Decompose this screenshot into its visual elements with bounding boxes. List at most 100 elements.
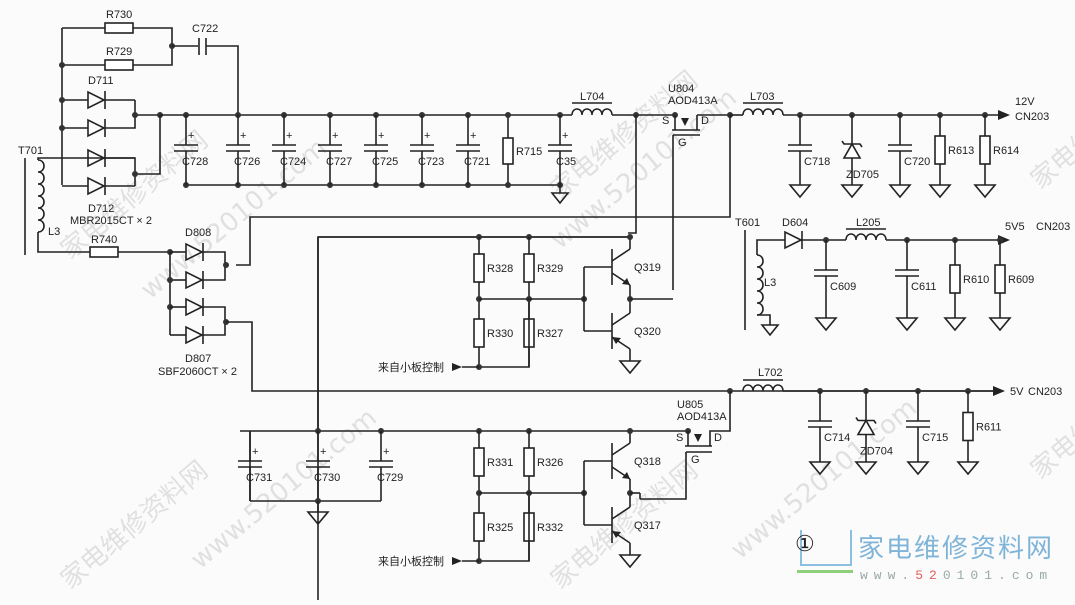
capacitor-label: C714 <box>824 432 850 444</box>
resistor-label: R331 <box>487 457 513 469</box>
output-12v-voltage: 12V <box>1015 96 1035 108</box>
diode-d807: D807 SBF2060CT × 2 <box>158 297 995 392</box>
watermark-cn: 家电维修资料网 <box>55 455 214 595</box>
l703-label: L703 <box>750 91 774 103</box>
control-input-arrow <box>452 557 462 565</box>
resistor-label: R613 <box>948 145 974 157</box>
logo-url-highlight: 52 <box>915 568 943 583</box>
output-arrow-12v <box>998 110 1010 120</box>
transformer-t701: T701 L3 <box>18 145 60 255</box>
u805-part: AOD413A <box>677 411 727 423</box>
d807-label: D807 <box>185 353 211 365</box>
transformer-t601: T601 L3 <box>735 217 785 337</box>
ground-symbol <box>788 184 812 199</box>
polarity-plus: + <box>320 446 326 458</box>
ground-symbol <box>973 184 997 199</box>
output-arrow-5v <box>993 386 1005 396</box>
resistor-label: R328 <box>487 263 513 275</box>
resistor-label: R611 <box>976 422 1001 434</box>
capacitor-label: C611 <box>911 281 936 293</box>
ground-symbol <box>943 317 967 332</box>
capacitor-label: C35 <box>556 156 576 168</box>
l704-label: L704 <box>580 91 604 103</box>
u804-label: U804 <box>668 83 694 95</box>
r740-label: R740 <box>91 234 117 246</box>
logo-book-icon <box>800 530 852 566</box>
ground-symbol <box>808 461 832 476</box>
t601-winding-label: L3 <box>764 277 776 289</box>
u804-part: AOD413A <box>668 95 718 107</box>
control-input-label: 来自小板控制 <box>378 554 444 568</box>
resistor-r730 <box>104 22 134 34</box>
resistor-label: R614 <box>993 145 1019 157</box>
d808-d807-part-label: SBF2060CT × 2 <box>158 366 237 378</box>
capacitor-bank-12v: +C728+C726+C724+C727+C725+C723+C721+C35 <box>174 112 576 188</box>
inductor-l205 <box>845 233 887 241</box>
capacitor-label: C609 <box>830 281 856 293</box>
d808-label: D808 <box>185 227 211 239</box>
d711-label: D711 <box>88 75 113 87</box>
resistor-label: R610 <box>963 274 989 286</box>
capacitor-bank-5v: +C731+C730+C729 <box>238 428 403 526</box>
capacitor-label: C715 <box>922 432 948 444</box>
ground-symbol <box>956 461 980 476</box>
capacitor-label: C729 <box>377 472 403 484</box>
d604-label: D604 <box>782 217 808 229</box>
r715-label: R715 <box>516 146 542 158</box>
r729-label: R729 <box>106 46 132 58</box>
polarity-plus: + <box>240 130 246 142</box>
output-5v5-connector: CN203 <box>1036 221 1070 233</box>
mosfet-u804: S D G U804 AOD413A <box>662 83 730 290</box>
resistor-label: R609 <box>1008 274 1034 286</box>
t701-label: T701 <box>18 145 43 157</box>
ground-symbol <box>895 317 919 332</box>
capacitor-label: C727 <box>326 156 352 168</box>
polarity-plus: + <box>252 446 258 458</box>
polarity-plus: + <box>332 130 338 142</box>
ground-symbol <box>618 554 642 569</box>
resistor <box>949 264 961 294</box>
diode-d711: D711 <box>59 75 136 138</box>
polarity-plus: + <box>470 130 476 142</box>
capacitor-label: C720 <box>904 156 930 168</box>
u805-pin-g: G <box>691 454 700 466</box>
l702-label: L702 <box>758 367 782 379</box>
ground-symbol <box>854 461 878 476</box>
capacitor-label: C728 <box>182 156 208 168</box>
mosfet-u805: S D G U805 AOD413A <box>240 391 731 500</box>
polarity-plus: + <box>562 130 568 142</box>
r730-label: R730 <box>106 9 132 21</box>
watermark-cn: 家电维修资料网 <box>1025 55 1075 195</box>
t701-winding-label: L3 <box>48 226 60 238</box>
logo-site-name: 家电维修资料网 <box>858 534 1055 564</box>
capacitor-label: C721 <box>464 156 490 168</box>
resistor-label: R325 <box>487 522 513 534</box>
resistor <box>962 411 974 442</box>
zener-label: ZD704 <box>860 446 893 458</box>
inductor-l703 <box>742 108 784 116</box>
watermark-cn: 家电维修资料网 <box>1025 345 1075 485</box>
capacitor-label: C730 <box>314 472 340 484</box>
resistor-r729 <box>104 59 134 71</box>
transistor-label: Q317 <box>634 520 661 532</box>
c722-label: C722 <box>192 23 218 35</box>
output-filter-5v5: C609 C611 R610 R609 <box>814 237 1034 332</box>
figure-number: ① <box>795 532 815 557</box>
logo-url: www.520101.com <box>860 568 1053 583</box>
resistor <box>934 135 946 165</box>
control-input-arrow <box>452 363 462 371</box>
l205-label: L205 <box>856 217 880 229</box>
diode-d808: R740 D808 <box>89 227 229 335</box>
capacitor-label: C724 <box>280 156 306 168</box>
u805-label: U805 <box>677 399 703 411</box>
resistor <box>523 253 535 283</box>
diode-d712: D712 MBR2015CT × 2 <box>62 115 161 227</box>
polarity-plus: + <box>188 130 194 142</box>
resistor-label: R329 <box>537 263 563 275</box>
output-5v-connector: CN203 <box>1028 386 1062 398</box>
capacitor-label: C726 <box>234 156 260 168</box>
